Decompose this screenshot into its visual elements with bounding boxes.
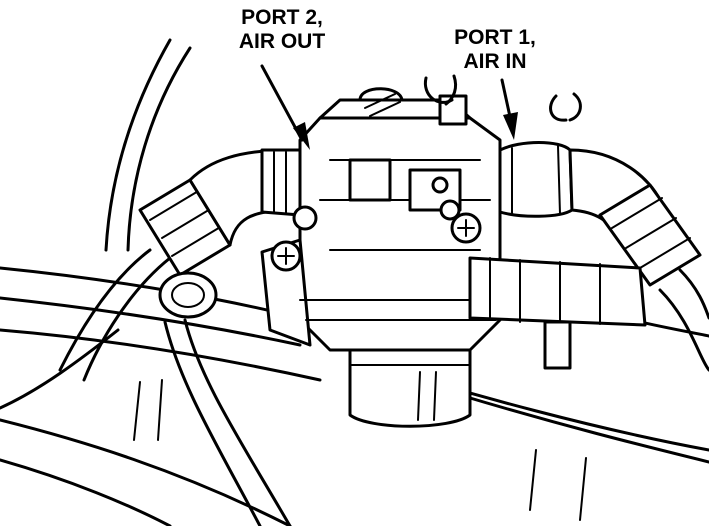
arrow-icon: [260, 64, 518, 150]
port-1-label: PORT 1, AIR IN: [440, 26, 550, 74]
rotation-arrow-icon: [423, 74, 582, 122]
left-fitting: [138, 148, 302, 319]
port-2-label-line2: AIR OUT: [238, 30, 326, 53]
right-fittings: [468, 141, 709, 372]
left-hoses: [0, 38, 292, 526]
port-2-label-line1: PORT 2,: [241, 6, 323, 29]
port-1-label-line2: AIR IN: [463, 50, 527, 73]
port-2-label: PORT 2, AIR OUT: [222, 6, 342, 54]
port-1-label-line1: PORT 1,: [454, 26, 536, 49]
